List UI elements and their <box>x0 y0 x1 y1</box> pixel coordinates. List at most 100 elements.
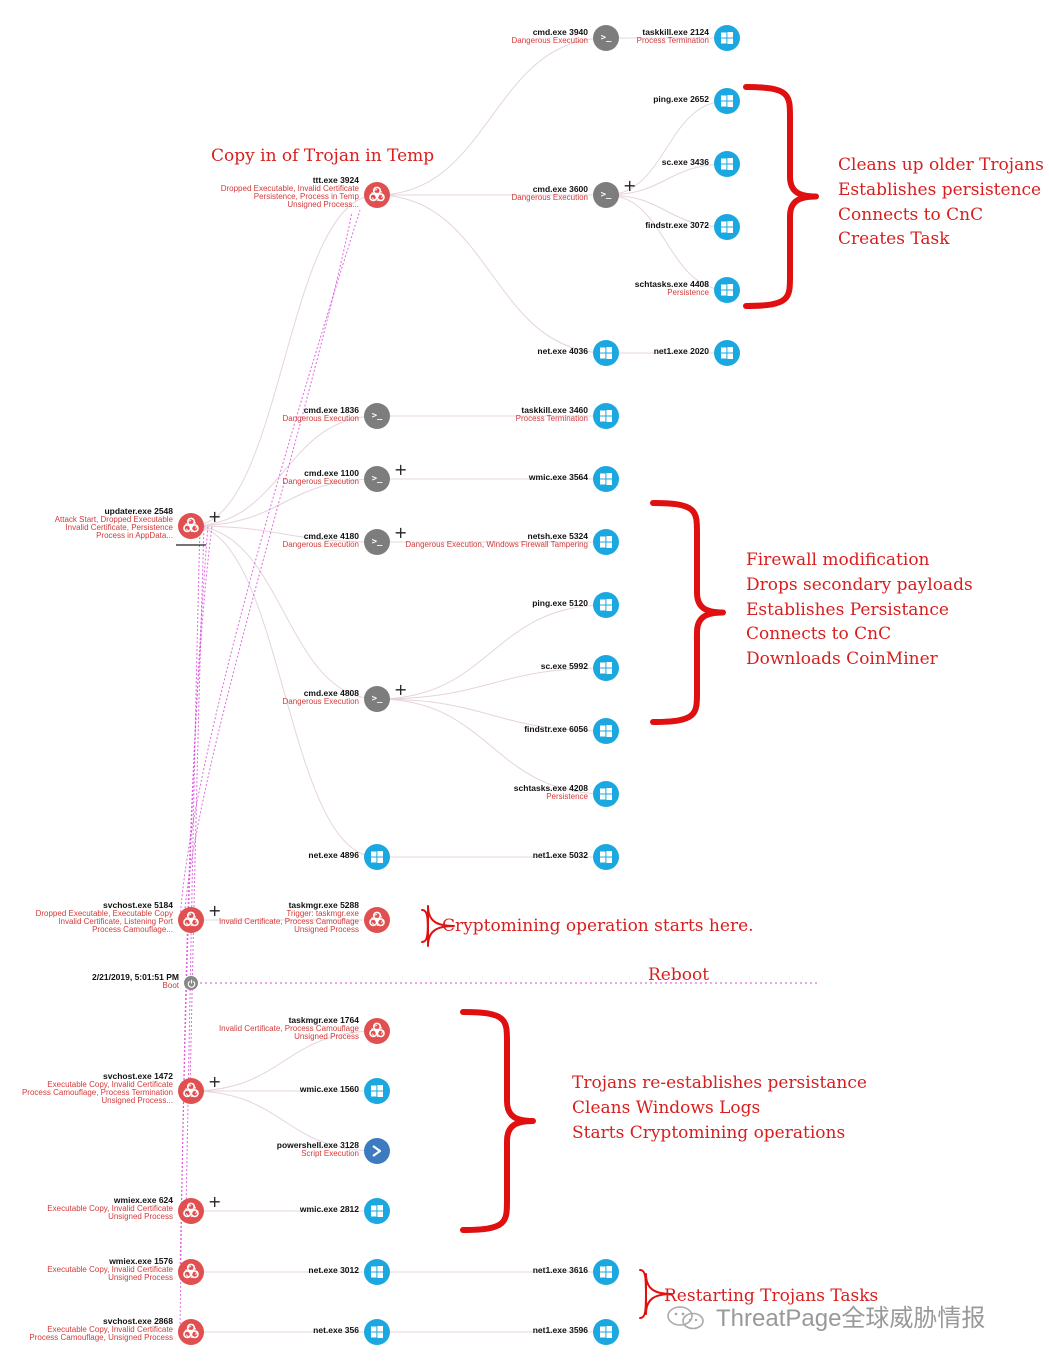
expand-plus-icon[interactable]: + <box>394 523 408 542</box>
process-tag: Executable Copy, Invalid Certificate <box>47 1204 173 1213</box>
edge-updater2548-net4896 <box>190 525 378 858</box>
bracket-cleans-up <box>743 84 819 309</box>
edge-cmd3600-ping2652 <box>605 100 728 196</box>
biohazard-icon[interactable] <box>364 1018 390 1044</box>
wechat-icon <box>666 1305 710 1331</box>
biohazard-icon[interactable] <box>178 1319 204 1345</box>
biohazard-icon[interactable] <box>178 1078 204 1104</box>
bracket-cryptomining <box>421 905 455 947</box>
process-name: wmic.exe 1560 <box>299 1084 359 1094</box>
biohazard-icon[interactable] <box>178 1198 204 1224</box>
process-tag: Dropped Executable, Executable Copy <box>35 909 173 918</box>
process-tag: Persistence <box>667 288 709 297</box>
windows-icon[interactable] <box>593 340 619 366</box>
biohazard-icon[interactable] <box>364 907 390 933</box>
windows-icon[interactable] <box>364 844 390 870</box>
windows-icon[interactable] <box>714 340 740 366</box>
process-name: wmic.exe 3564 <box>528 472 588 482</box>
annotation-line: Cryptomining operation starts here. <box>442 916 754 936</box>
annotation-line: Cleans up older Trojans <box>838 155 1044 175</box>
terminal-icon[interactable]: >_ <box>364 529 390 555</box>
process-name: taskmgr.exe 1764 <box>288 1015 359 1025</box>
process-name: taskmgr.exe 5288 <box>288 900 359 910</box>
process-name: cmd.exe 4180 <box>303 531 359 541</box>
windows-icon[interactable] <box>714 88 740 114</box>
annotation-line: Connects to CnC <box>746 624 892 645</box>
biohazard-icon[interactable] <box>178 907 204 933</box>
annotation-line: Firewall modification <box>746 550 930 570</box>
process-name: cmd.exe 3600 <box>532 184 588 194</box>
bracket-re-establish <box>460 1009 536 1233</box>
annotation-line: Creates Task <box>838 229 950 250</box>
process-name: net.exe 4036 <box>537 346 588 356</box>
edge-updater2548-cmd4180 <box>190 525 378 543</box>
process-name: ttt.exe 3924 <box>312 175 359 185</box>
windows-icon[interactable] <box>364 1078 390 1104</box>
power-icon[interactable] <box>184 976 198 990</box>
windows-icon[interactable] <box>714 25 740 51</box>
terminal-icon[interactable]: >_ <box>364 403 390 429</box>
powershell-icon[interactable] <box>364 1138 390 1164</box>
process-tag: Process in AppData... <box>96 531 173 540</box>
annotation-line: Connects to CnC <box>838 204 984 225</box>
windows-icon[interactable] <box>714 277 740 303</box>
windows-icon[interactable] <box>593 592 619 618</box>
process-tag: Process Termination <box>515 414 588 423</box>
windows-icon[interactable] <box>364 1259 390 1285</box>
windows-icon[interactable] <box>593 529 619 555</box>
expand-plus-icon[interactable]: + <box>394 460 408 479</box>
biohazard-icon[interactable] <box>364 182 390 208</box>
expand-plus-icon[interactable]: + <box>208 507 222 526</box>
terminal-icon[interactable]: >_ <box>593 25 619 51</box>
process-tag: Script Execution <box>301 1149 359 1158</box>
windows-icon[interactable] <box>714 151 740 177</box>
process-name: wmiex.exe 624 <box>113 1195 173 1205</box>
process-tag: Attack Start, Dropped Executable <box>54 515 173 524</box>
terminal-icon[interactable]: >_ <box>593 182 619 208</box>
windows-icon[interactable] <box>593 1259 619 1285</box>
process-name: taskkill.exe 3460 <box>521 405 588 415</box>
annotation-line: Cleans Windows Logs <box>572 1097 761 1118</box>
expand-plus-icon[interactable]: + <box>623 176 637 195</box>
process-name: ping.exe 5120 <box>532 598 588 608</box>
biohazard-icon[interactable] <box>178 513 204 539</box>
edge-updater2548-cmd1836 <box>190 415 378 527</box>
process-tag: Executable Copy, Invalid Certificate <box>47 1080 173 1089</box>
bracket-firewall <box>650 500 726 725</box>
expand-plus-icon[interactable]: + <box>208 901 222 920</box>
windows-icon[interactable] <box>593 1319 619 1345</box>
expand-plus-icon[interactable]: + <box>208 1072 222 1091</box>
windows-icon[interactable] <box>364 1319 390 1345</box>
windows-icon[interactable] <box>593 718 619 744</box>
windows-icon[interactable] <box>714 214 740 240</box>
terminal-icon[interactable]: >_ <box>364 686 390 712</box>
process-tag: Dangerous Execution <box>282 414 360 423</box>
process-tag: Invalid Certificate, Persistence <box>65 523 173 532</box>
biohazard-icon[interactable] <box>178 1259 204 1285</box>
windows-icon[interactable] <box>593 844 619 870</box>
edge-ttt3924-net4036 <box>376 194 607 354</box>
annotation-line: Restarting Trojans Tasks <box>664 1286 879 1306</box>
edge-updater2548-ttt3924 <box>190 194 378 527</box>
process-tag: Unsigned Process... <box>101 1096 173 1105</box>
lineage-link-5 <box>185 525 201 1212</box>
windows-icon[interactable] <box>364 1198 390 1224</box>
process-tag: Process Camouflage, Process Termination <box>21 1088 173 1097</box>
windows-icon[interactable] <box>593 655 619 681</box>
windows-icon[interactable] <box>593 781 619 807</box>
expand-plus-icon[interactable]: + <box>394 680 408 699</box>
process-tag: Unsigned Process... <box>287 200 359 209</box>
process-name: cmd.exe 1100 <box>304 468 359 478</box>
annotation-cryptomining: Cryptomining operation starts here. <box>442 914 754 939</box>
windows-icon[interactable] <box>593 403 619 429</box>
edge-cmd4808-findstr6056 <box>376 698 607 732</box>
process-name: svchost.exe 1472 <box>103 1071 173 1081</box>
edge-cmd4808-schtasks4208 <box>376 698 607 795</box>
process-tag: Invalid Certificate, Process Camouflage <box>218 917 359 926</box>
expand-plus-icon[interactable]: + <box>208 1192 222 1211</box>
terminal-icon[interactable]: >_ <box>364 466 390 492</box>
windows-icon[interactable] <box>593 466 619 492</box>
process-tag: Executable Copy, Invalid Certificate <box>47 1325 173 1334</box>
